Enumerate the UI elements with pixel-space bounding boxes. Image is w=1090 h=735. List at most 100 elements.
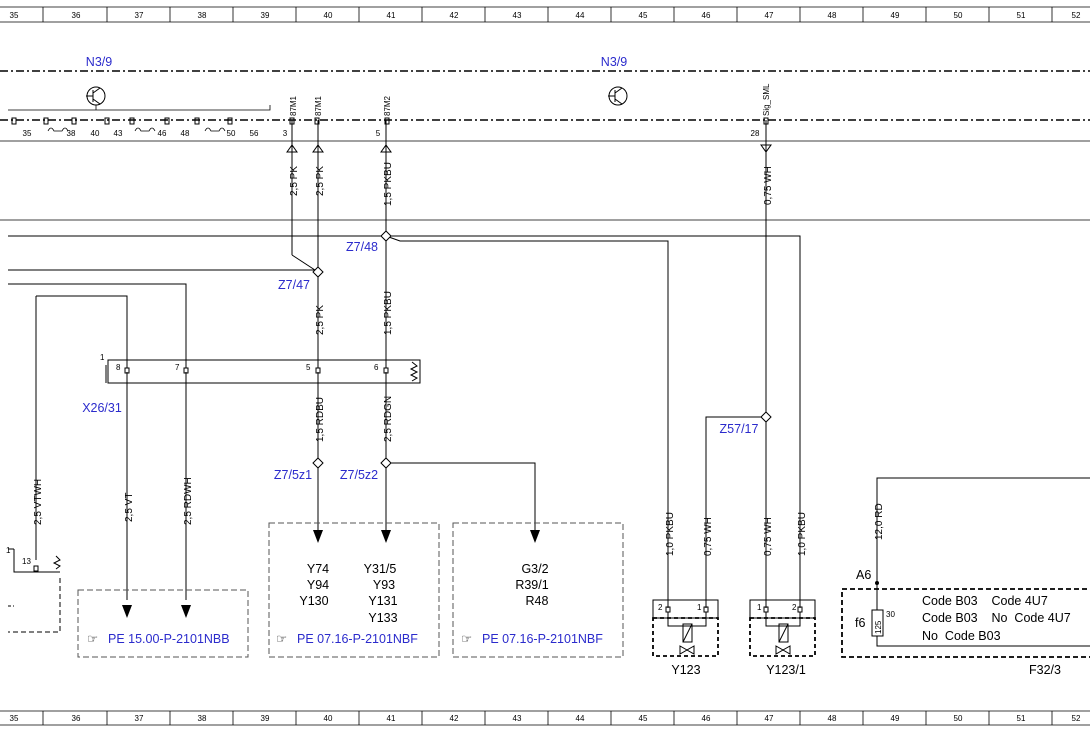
wire-label: 0,75 WH	[763, 166, 774, 205]
wire-label: 2,5 RDWH	[183, 477, 194, 525]
ref-link[interactable]: PE 07.16-P-2101NBF	[297, 632, 418, 646]
ruler-col: 37	[135, 11, 144, 20]
ruler-col: 51	[1017, 11, 1026, 20]
wire-label: 2,5 PK	[289, 166, 300, 196]
ruler-col: 47	[765, 11, 774, 20]
ruler-col: 47	[765, 714, 774, 723]
ruler-col: 48	[828, 11, 837, 20]
transistor-icon	[86, 86, 106, 106]
ruler-col: 49	[891, 714, 900, 723]
ruler-col: 38	[198, 11, 207, 20]
pin-label: 7	[175, 363, 180, 372]
component-label: F32/3	[1029, 663, 1061, 677]
wires	[8, 120, 1090, 608]
ref-link[interactable]: PE 07.16-P-2101NBF	[482, 632, 603, 646]
connector-strip	[11, 117, 769, 125]
ruler-col: 48	[828, 714, 837, 723]
pin-signal: Sig_SML	[762, 83, 771, 116]
component-name: Y94	[307, 578, 329, 592]
pin-signal: 87M1	[314, 95, 323, 116]
wire-label: 1,0 PKBU	[665, 512, 676, 556]
fuse-label: f6	[855, 616, 865, 630]
wire-label: 12,0 RD	[874, 503, 885, 540]
wire-label: 2,5 PK	[315, 305, 326, 335]
pin-label: 35	[23, 129, 32, 138]
valve-y123	[652, 599, 719, 657]
component-label: Y123/1	[766, 663, 806, 677]
wire-labels: 2,5 PK 2,5 PK 1,5 PKBU 0,75 WH 2,5 PK 1,…	[33, 162, 885, 556]
code-line: No Code B03	[922, 629, 1001, 643]
wire-label: 0,75 WH	[703, 517, 714, 556]
pin-label: 38	[67, 129, 76, 138]
ref-link[interactable]: PE 15.00-P-2101NBB	[108, 632, 230, 646]
bottom-ruler-labels: 35 36 37 38 39 40 41 42 43 44 45 46 47 4…	[10, 714, 1081, 723]
pin-label: 1	[757, 603, 762, 612]
component-name: R39/1	[515, 578, 548, 592]
ruler-col: 52	[1072, 11, 1081, 20]
pin-label: 28	[751, 129, 760, 138]
ruler-col: 44	[576, 714, 585, 723]
ruler-col: 39	[261, 714, 270, 723]
wire-label: 2,5 VTWH	[33, 479, 44, 525]
wire-label: 0,75 WH	[763, 517, 774, 556]
wire-label: 1,5 PKBU	[383, 291, 394, 335]
pin-signal: 87M1	[289, 95, 298, 116]
ruler-col: 43	[513, 11, 522, 20]
component-name: Y133	[368, 611, 397, 625]
ruler-col: 52	[1072, 714, 1081, 723]
pin-label: 2	[792, 603, 797, 612]
ruler-col: 35	[10, 714, 19, 723]
fusebox-f32-3	[841, 588, 1090, 658]
module-label-right: N3/9	[601, 55, 627, 69]
pin-label: 1	[6, 546, 11, 555]
wire-label: 1,0 PKBU	[797, 512, 808, 556]
bottom-ruler	[0, 710, 1090, 726]
transistor-icon	[608, 86, 628, 106]
wire-label: 2,5 PK	[315, 166, 326, 196]
ruler-col: 50	[954, 714, 963, 723]
hand-pointer-icon: ☞	[276, 632, 287, 646]
pin-label: 40	[91, 129, 100, 138]
bridge-symbols	[47, 127, 226, 132]
component-name: Y130	[299, 594, 328, 608]
wire-label: 1,5 PKBU	[383, 162, 394, 206]
ruler-col: 36	[72, 714, 81, 723]
ruler-col: 41	[387, 11, 396, 20]
ruler-col: 46	[702, 714, 711, 723]
pin-label: 56	[250, 129, 259, 138]
pin-label: 46	[158, 129, 167, 138]
fuse-rating: 125	[874, 620, 883, 634]
ruler-col: 40	[324, 714, 333, 723]
ruler-col: 41	[387, 714, 396, 723]
hand-pointer-icon: ☞	[87, 632, 98, 646]
pin-label: 1	[100, 353, 105, 362]
ref-box-outlines	[77, 522, 624, 658]
pin-label: 2	[658, 603, 663, 612]
component-label: Y123	[671, 663, 700, 677]
pin-label: 5	[376, 129, 381, 138]
ruler-col: 44	[576, 11, 585, 20]
connector-strip-labels: 35 38 40 43 46 48 50 56 3 5 28	[23, 129, 760, 138]
component-name: Y131	[368, 594, 397, 608]
ruler-col: 42	[450, 714, 459, 723]
pin-label: 48	[181, 129, 190, 138]
connector-label: X26/31	[82, 401, 122, 415]
wire-label: 2,5 VT	[124, 493, 135, 522]
splice-label: Z57/17	[720, 422, 759, 436]
pin-label: 43	[114, 129, 123, 138]
bus-line	[8, 105, 271, 111]
ruler-col: 40	[324, 11, 333, 20]
splice-label: Z7/47	[278, 278, 310, 292]
pin-label: 5	[306, 363, 311, 372]
pin-signal: 87M2	[383, 95, 392, 116]
left-connector	[8, 548, 61, 633]
component-name: Y93	[373, 578, 395, 592]
valve-y123-1	[749, 599, 816, 657]
signal-arrows	[286, 144, 772, 153]
module-label-left: N3/9	[86, 55, 112, 69]
pin-label: 50	[227, 129, 236, 138]
component-name: Y74	[307, 562, 329, 576]
component-name: R48	[526, 594, 549, 608]
code-line: Code B03 No Code 4U7	[922, 611, 1071, 625]
